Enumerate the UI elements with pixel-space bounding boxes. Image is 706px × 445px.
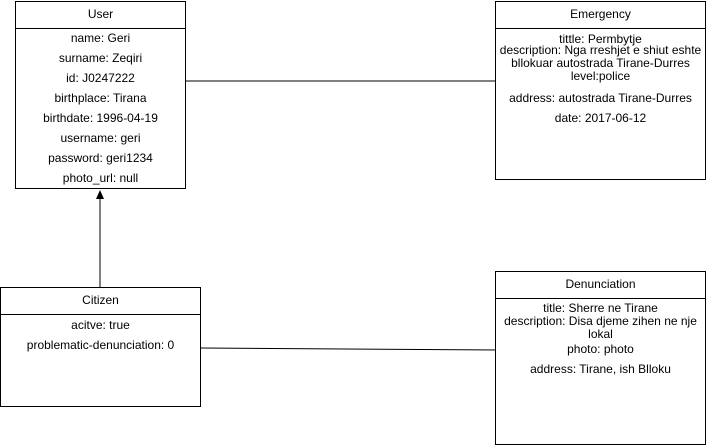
denunciation-field-photo: photo: photo <box>567 342 634 356</box>
user-field-password: password: geri1234 <box>48 151 153 165</box>
citizen-class-box[interactable]: Citizen acitve: true problematic-denunci… <box>0 287 201 407</box>
citizen-class-title: Citizen <box>1 288 200 315</box>
citizen-field-active: acitve: true <box>71 318 130 332</box>
emergency-field-level: level:police <box>570 69 631 83</box>
user-field-birthplace: birthplace: Tirana <box>54 91 147 105</box>
user-field-photo-url: photo_url: null <box>62 171 139 185</box>
inheritance-arrowhead-icon <box>96 190 104 199</box>
user-field-birthdate: birthdate: 1996-04-19 <box>43 111 158 125</box>
denunciation-field-description: description: Disa djeme zihen ne nje lok… <box>504 314 697 341</box>
emergency-class-box[interactable]: Emergency tittle: Permbytje description:… <box>495 1 706 180</box>
emergency-class-title: Emergency <box>496 2 705 29</box>
denunciation-class-box[interactable]: Denunciation title: Sherre ne Tirane des… <box>495 271 706 445</box>
user-class-title: User <box>16 2 185 29</box>
user-field-name: name: Geri <box>70 31 131 45</box>
denunciation-field-title: title: Sherre ne Tirane <box>543 301 658 315</box>
emergency-field-description: description: Nga rreshjet e shiut eshte … <box>499 43 702 70</box>
user-field-id: id: J0247222 <box>66 71 135 85</box>
denunciation-class-title: Denunciation <box>496 272 705 299</box>
user-field-username: username: geri <box>60 131 141 145</box>
emergency-field-address: address: autostrada Tirane-Durres <box>509 91 692 105</box>
denunciation-field-address: address: Tirane, ish Blloku <box>530 362 671 376</box>
user-class-box[interactable]: User name: Geri surname: Zeqiri id: J024… <box>15 1 186 189</box>
citizen-denunciation-connector <box>199 347 501 351</box>
user-field-surname: surname: Zeqiri <box>58 51 143 65</box>
emergency-field-title: tittle: Permbytje <box>559 32 642 46</box>
emergency-field-date: date: 2017-06-12 <box>554 111 647 125</box>
citizen-field-problematic-denunciation: problematic-denunciation: 0 <box>26 338 175 352</box>
